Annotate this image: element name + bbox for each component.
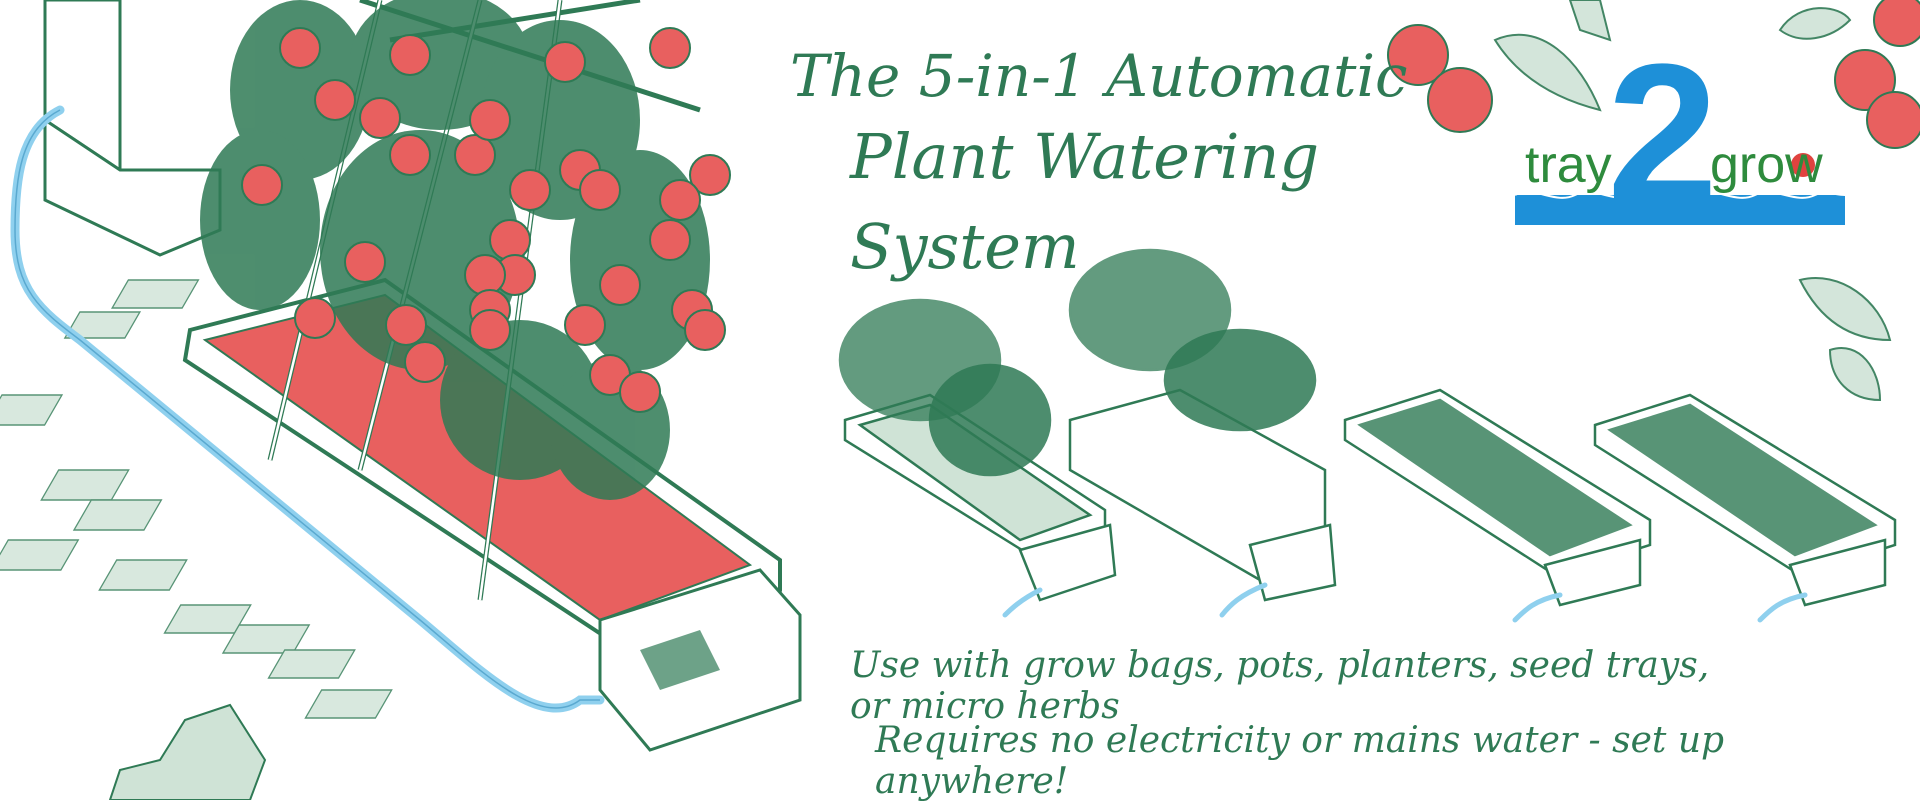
tagline-usage: Use with grow bags, pots, planters, seed… [850,645,1710,727]
product-planter [1068,248,1337,602]
logo-tray: tray [1525,136,1612,194]
tomatoes [241,27,731,413]
logo-two: 2 [1607,23,1719,246]
wall-post [43,0,222,257]
paving-stones [0,279,393,719]
leaf-decoration [108,703,267,800]
logo-grow: grow [1710,136,1823,194]
headline: The 5-in-1 Automatic Plant Watering Syst… [780,40,1480,292]
product-hoses [1002,582,1808,623]
headline-line-1: The 5-in-1 Automatic [790,42,1408,110]
corner-tomatoes [1387,0,1920,149]
tray2grow-logo: 2 tray grow [1515,35,1845,235]
logo-wave [1515,153,1845,225]
headline-line-2: Plant Watering System [850,120,1320,283]
product-seed-trays [1343,388,1652,607]
tagline-setup: Requires no electricity or mains water -… [875,720,1725,802]
product-micro-herbs [1593,393,1897,607]
product-pots [838,298,1117,602]
